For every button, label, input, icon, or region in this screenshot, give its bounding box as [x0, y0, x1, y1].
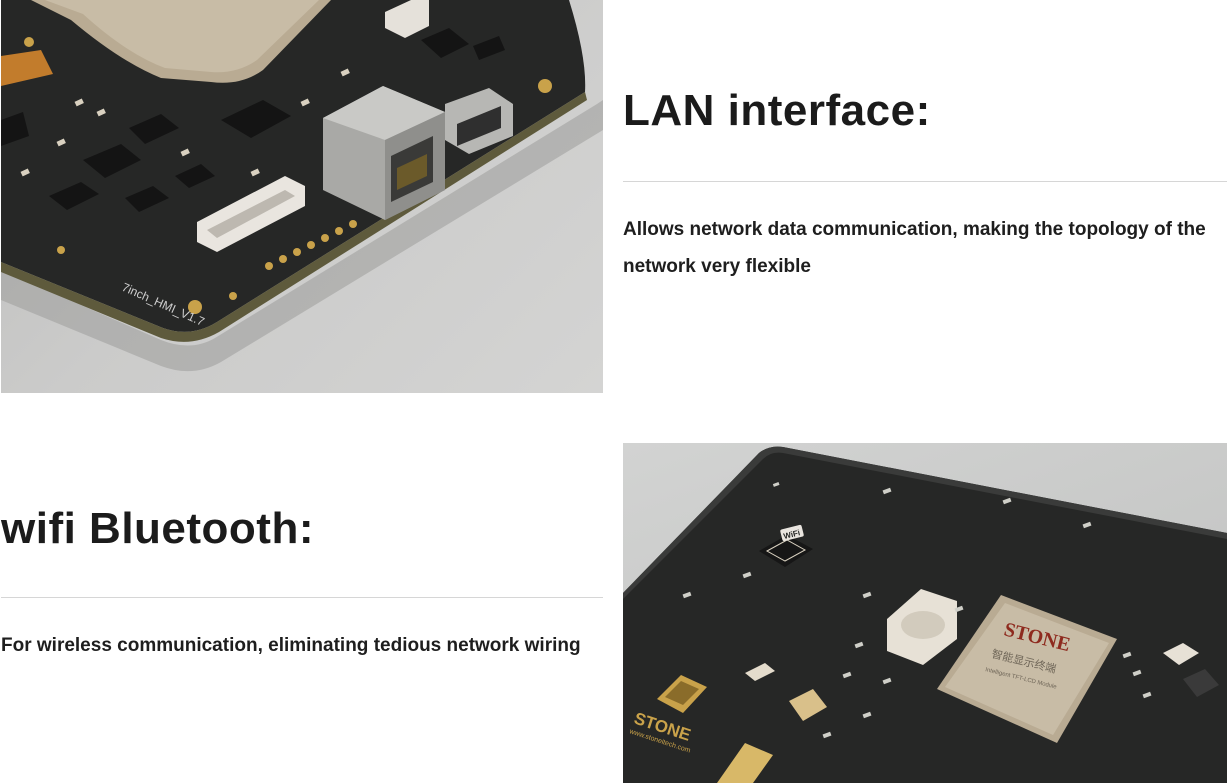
lan-divider [623, 181, 1227, 182]
gold-pads [24, 37, 552, 314]
gold-pads [717, 663, 827, 783]
wifi-badge: WiFi [780, 524, 804, 542]
ethernet-port [323, 86, 445, 220]
svg-text:WiFi: WiFi [783, 528, 801, 541]
wifi-bluetooth-photo: STONE 智能显示终端 Intelligent TFT-LCD Module … [623, 443, 1227, 783]
lan-board-illustration: 7inch_HMI_V1.7 [1, 0, 603, 372]
wifi-divider [1, 597, 603, 598]
top-connector [385, 0, 429, 38]
stone-chip [937, 595, 1117, 743]
header-connector [197, 176, 305, 252]
passive-components [20, 68, 350, 177]
wifi-bluetooth-title: wifi Bluetooth: [1, 504, 314, 553]
qr-code [657, 675, 707, 713]
wifi-module [759, 535, 813, 567]
pcb-edge [623, 446, 1227, 599]
wifi-board-illustration: STONE 智能显示终端 Intelligent TFT-LCD Module … [623, 446, 1227, 783]
battery-holder [887, 589, 957, 665]
passive-components [682, 482, 1152, 739]
ribbon-connector [1, 50, 53, 86]
pcb-board [1, 0, 586, 332]
lan-interface-description: Allows network data communication, makin… [623, 219, 1206, 277]
usb-port [445, 88, 513, 154]
board-ics [1, 28, 505, 212]
main-chip-face [45, 0, 319, 73]
side-connectors [1163, 643, 1219, 697]
wifi-bluetooth-description: For wireless communication, eliminating … [1, 635, 581, 656]
lan-interface-photo: 7inch_HMI_V1.7 [1, 0, 603, 393]
lan-interface-title: LAN interface: [623, 86, 931, 135]
